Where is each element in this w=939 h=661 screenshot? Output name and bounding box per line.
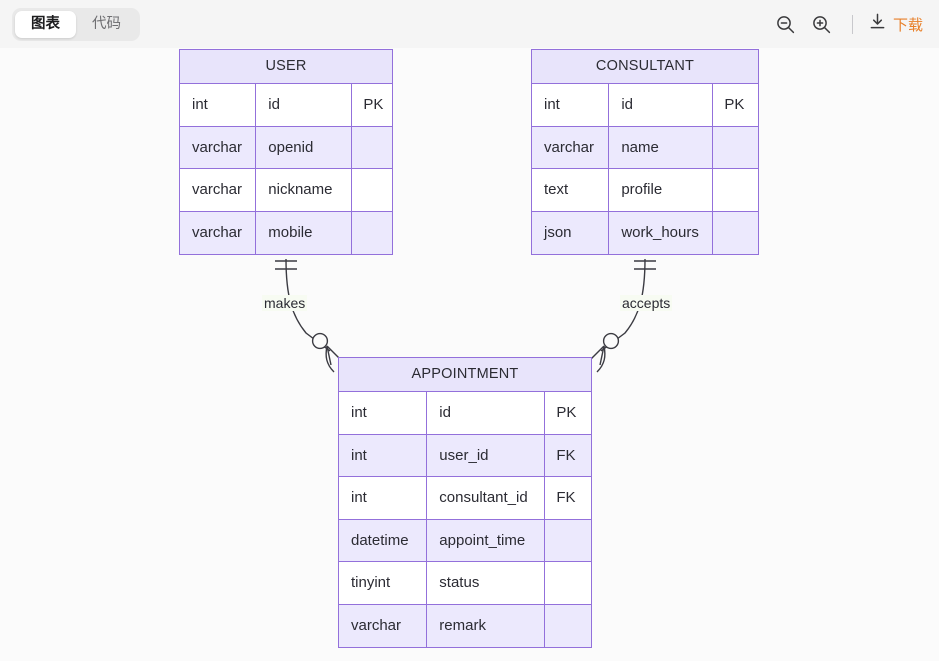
- table-row: varchar nickname: [180, 169, 392, 212]
- relationship-accepts: [590, 258, 656, 373]
- table-row: json work_hours: [532, 211, 758, 255]
- table-row: datetime appoint_time: [339, 519, 591, 562]
- attr-field: appoint_time: [427, 519, 546, 561]
- zoom-out-icon: [775, 14, 796, 35]
- attr-field: remark: [427, 604, 546, 647]
- attr-key: [545, 562, 591, 604]
- attr-type: tinyint: [339, 562, 428, 604]
- table-row: int id PK: [180, 84, 392, 127]
- relationship-label-accepts: accepts: [620, 295, 673, 311]
- entity-appointment[interactable]: APPOINTMENT int id PK int user_id FK int…: [338, 357, 592, 648]
- attr-field: profile: [609, 169, 714, 211]
- attr-key: [352, 212, 392, 255]
- attr-key: [352, 169, 392, 211]
- zoom-out-button[interactable]: [769, 7, 803, 41]
- attr-field: status: [427, 562, 546, 604]
- toolbar-actions: 下载: [769, 0, 925, 48]
- tab-diagram-label: 图表: [31, 16, 60, 32]
- attr-key: PK: [363, 96, 384, 114]
- download-button[interactable]: 下载: [866, 8, 925, 40]
- download-label: 下载: [892, 16, 923, 34]
- table-row: varchar remark: [339, 604, 591, 648]
- entity-appointment-title: APPOINTMENT: [339, 358, 591, 392]
- entity-user-title: USER: [180, 50, 392, 84]
- attr-type: varchar: [180, 211, 257, 254]
- attr-field: openid: [256, 126, 353, 168]
- attr-key: [545, 520, 591, 562]
- attr-key: [713, 212, 758, 255]
- view-mode-tab-group: 图表 代码: [12, 8, 140, 41]
- attr-type: varchar: [339, 604, 428, 647]
- attr-field: name: [609, 126, 714, 168]
- attr-type: int: [339, 477, 428, 519]
- entity-consultant[interactable]: CONSULTANT int id PK varchar name text p…: [531, 49, 759, 255]
- attr-type: datetime: [339, 519, 428, 561]
- attr-type: text: [532, 169, 610, 211]
- table-row: varchar mobile: [180, 211, 392, 255]
- attr-key: [713, 169, 758, 211]
- attr-type: varchar: [180, 126, 257, 168]
- table-row: varchar openid: [180, 126, 392, 169]
- entity-user[interactable]: USER int id PK varchar openid varchar ni…: [179, 49, 393, 255]
- attr-type: int: [532, 84, 610, 126]
- attr-field: user_id: [427, 434, 546, 476]
- attr-key: PK: [724, 96, 745, 114]
- attr-key: FK: [556, 489, 576, 507]
- attr-key: FK: [556, 446, 576, 464]
- table-row: text profile: [532, 169, 758, 212]
- toolbar-divider: [851, 14, 853, 34]
- table-row: int id PK: [339, 392, 591, 435]
- attr-type: int: [180, 84, 257, 126]
- diagram-canvas[interactable]: makes accepts USER int id PK varchar ope…: [0, 48, 939, 661]
- table-row: varchar name: [532, 126, 758, 169]
- tab-code[interactable]: 代码: [76, 11, 137, 38]
- attr-field: consultant_id: [427, 477, 546, 519]
- attr-type: varchar: [180, 169, 257, 211]
- attr-type: int: [339, 392, 428, 434]
- tab-code-label: 代码: [92, 16, 121, 32]
- attr-key: [713, 127, 758, 169]
- attr-key: [545, 605, 591, 648]
- table-row: int user_id FK: [339, 434, 591, 477]
- relationship-makes: [275, 258, 341, 373]
- download-icon: [868, 12, 887, 36]
- zoom-in-icon: [811, 14, 832, 35]
- zoom-in-button[interactable]: [805, 7, 839, 41]
- attr-key: [352, 127, 392, 169]
- attr-field: work_hours: [609, 211, 714, 254]
- entity-consultant-title: CONSULTANT: [532, 50, 758, 84]
- attr-field: id: [427, 392, 546, 434]
- attr-type: varchar: [532, 126, 610, 168]
- top-toolbar: 图表 代码: [0, 0, 939, 48]
- attr-field: mobile: [256, 211, 353, 254]
- table-row: tinyint status: [339, 562, 591, 605]
- table-row: int id PK: [532, 84, 758, 127]
- attr-key: PK: [556, 404, 577, 422]
- table-row: int consultant_id FK: [339, 477, 591, 520]
- attr-type: json: [532, 211, 610, 254]
- attr-type: int: [339, 434, 428, 476]
- attr-field: nickname: [256, 169, 353, 211]
- attr-field: id: [609, 84, 714, 126]
- attr-field: id: [256, 84, 353, 126]
- tab-diagram[interactable]: 图表: [15, 11, 76, 38]
- relationship-label-makes: makes: [262, 295, 308, 311]
